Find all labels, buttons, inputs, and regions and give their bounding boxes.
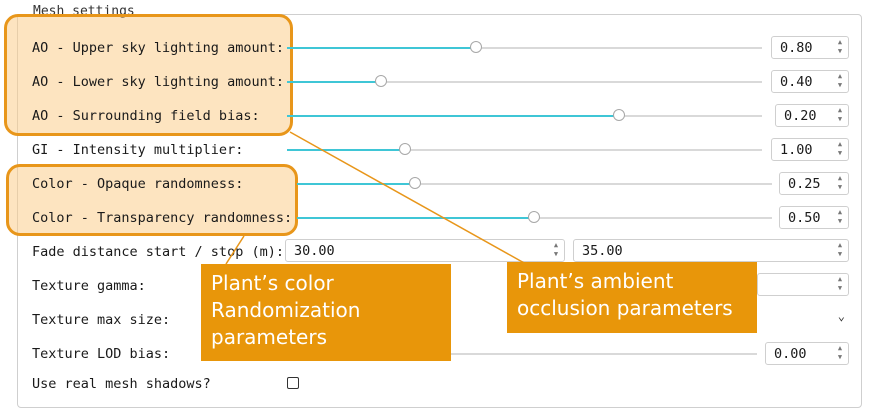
slider-row-ao-lower: AO - Lower sky lighting amount: 0.40 ▲▼ bbox=[0, 67, 876, 97]
slider-row-color-opaque: Color - Opaque randomness: 0.25 ▲▼ bbox=[0, 169, 876, 199]
slider-label: AO - Surrounding field bias: bbox=[32, 108, 260, 124]
spin-arrows-icon[interactable]: ▲▼ bbox=[837, 174, 843, 191]
spin-value: 0.00 bbox=[774, 346, 807, 362]
color-callout: Plant’s color Randomization parameters bbox=[201, 264, 451, 361]
slider-handle[interactable] bbox=[470, 41, 482, 53]
texture-gamma-label: Texture gamma: bbox=[32, 278, 146, 294]
ao-callout: Plant’s ambient occlusion parameters bbox=[507, 262, 757, 333]
value-spinbox[interactable]: 0.40 ▲▼ bbox=[771, 70, 849, 93]
ao-callout-text: Plant’s ambient occlusion parameters bbox=[517, 269, 733, 320]
fade-distance-row: Fade distance start / stop (m): 30.00 ▲▼… bbox=[0, 237, 876, 267]
slider-fill bbox=[287, 115, 620, 117]
texture-max-size-row: Texture max size: ⌄ bbox=[0, 305, 876, 335]
spin-arrows-icon[interactable]: ▲▼ bbox=[837, 38, 843, 55]
slider-fill bbox=[287, 149, 406, 151]
color-callout-text: Plant’s color Randomization parameters bbox=[211, 271, 361, 349]
slider-handle[interactable] bbox=[398, 143, 411, 155]
spin-arrows-icon[interactable]: ▲▼ bbox=[837, 275, 843, 292]
value-spinbox[interactable]: 0.25 ▲▼ bbox=[779, 172, 849, 195]
slider-handle[interactable] bbox=[612, 109, 625, 121]
shadows-checkbox[interactable] bbox=[287, 377, 299, 389]
fade-stop-spinbox[interactable]: 35.00 ▲▼ bbox=[573, 239, 849, 262]
spin-value: 0.80 bbox=[780, 40, 813, 56]
value-spinbox[interactable]: 1.00 ▲▼ bbox=[771, 138, 849, 161]
slider-fill bbox=[297, 217, 535, 219]
spin-arrows-icon[interactable]: ▲▼ bbox=[837, 344, 843, 361]
slider-track[interactable] bbox=[287, 143, 762, 155]
spin-arrows-icon[interactable]: ▲▼ bbox=[837, 140, 843, 157]
spin-value: 0.50 bbox=[788, 210, 821, 226]
texture-lod-label: Texture LOD bias: bbox=[32, 346, 171, 362]
slider-fill bbox=[287, 47, 477, 49]
slider-track[interactable] bbox=[297, 177, 772, 189]
fade-stop-value: 35.00 bbox=[582, 243, 623, 259]
fade-distance-label: Fade distance start / stop (m): bbox=[32, 244, 284, 260]
spin-arrows-icon[interactable]: ▲▼ bbox=[837, 106, 843, 123]
spin-arrows-icon[interactable]: ▲▼ bbox=[837, 72, 843, 89]
fade-start-value: 30.00 bbox=[294, 243, 335, 259]
texture-gamma-spinbox[interactable]: ▲▼ bbox=[757, 273, 849, 296]
slider-fill bbox=[297, 183, 416, 185]
fade-start-spinbox[interactable]: 30.00 ▲▼ bbox=[285, 239, 565, 262]
slider-fill bbox=[287, 81, 382, 83]
slider-track[interactable] bbox=[297, 211, 772, 223]
slider-label: GI - Intensity multiplier: bbox=[32, 142, 244, 158]
spin-arrows-icon[interactable]: ▲▼ bbox=[837, 241, 843, 258]
value-spinbox[interactable]: 0.20 ▲▼ bbox=[775, 104, 849, 127]
slider-handle[interactable] bbox=[408, 177, 421, 189]
slider-handle[interactable] bbox=[527, 211, 540, 223]
slider-track[interactable] bbox=[287, 75, 762, 87]
slider-row-ao-upper: AO - Upper sky lighting amount: 0.80 ▲▼ bbox=[0, 33, 876, 63]
spin-arrows-icon[interactable]: ▲▼ bbox=[837, 208, 843, 225]
spin-value: 1.00 bbox=[780, 142, 813, 158]
slider-row-gi: GI - Intensity multiplier: 1.00 ▲▼ bbox=[0, 135, 876, 165]
slider-row-ao-bias: AO - Surrounding field bias: 0.20 ▲▼ bbox=[0, 101, 876, 131]
ao-highlight bbox=[4, 14, 293, 136]
value-spinbox[interactable]: 0.00 ▲▼ bbox=[765, 342, 849, 365]
slider-track[interactable] bbox=[287, 109, 762, 121]
texture-max-size-dropdown[interactable]: ⌄ bbox=[757, 307, 849, 330]
slider-label: Color - Opaque randomness: bbox=[32, 176, 244, 192]
value-spinbox[interactable]: 0.80 ▲▼ bbox=[771, 36, 849, 59]
spin-value: 0.25 bbox=[788, 176, 821, 192]
value-spinbox[interactable]: 0.50 ▲▼ bbox=[779, 206, 849, 229]
shadows-row: Use real mesh shadows? bbox=[0, 369, 876, 399]
texture-max-size-label: Texture max size: bbox=[32, 312, 171, 328]
slider-label: AO - Lower sky lighting amount: bbox=[32, 74, 284, 90]
slider-track[interactable] bbox=[287, 41, 762, 53]
shadows-label: Use real mesh shadows? bbox=[32, 376, 211, 392]
spin-value: 0.20 bbox=[784, 108, 817, 124]
texture-gamma-row: Texture gamma: ▲▼ bbox=[0, 271, 876, 301]
color-highlight bbox=[6, 164, 298, 236]
spin-arrows-icon[interactable]: ▲▼ bbox=[553, 241, 559, 258]
chevron-down-icon[interactable]: ⌄ bbox=[837, 309, 845, 323]
spin-value: 0.40 bbox=[780, 74, 813, 90]
slider-row-color-transparency: Color - Transparency randomness: 0.50 ▲▼ bbox=[0, 203, 876, 233]
slider-label: AO - Upper sky lighting amount: bbox=[32, 40, 284, 56]
slider-label: Color - Transparency randomness: bbox=[32, 210, 293, 226]
slider-handle[interactable] bbox=[375, 75, 387, 87]
